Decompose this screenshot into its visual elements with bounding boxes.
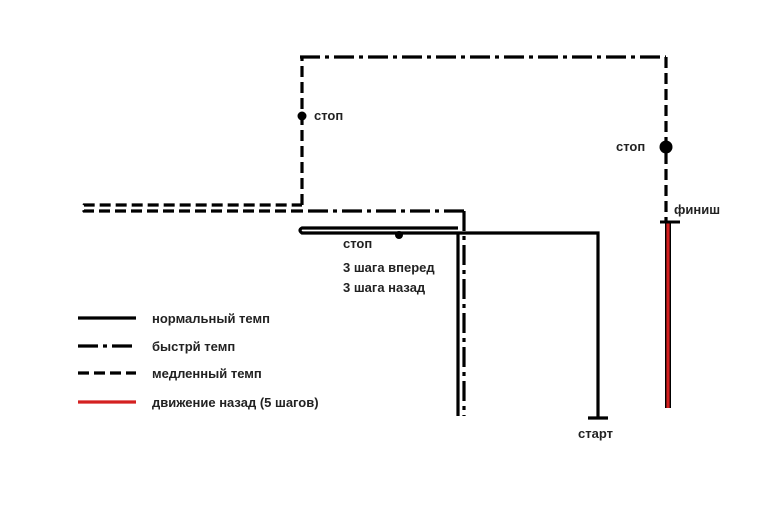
- finish-label: финиш: [674, 202, 720, 217]
- stop-label: стоп: [616, 139, 645, 154]
- legend: нормальный темп быстрй темп медленный те…: [78, 311, 319, 410]
- legend-label: движение назад (5 шагов): [152, 395, 319, 410]
- start-label: старт: [578, 426, 613, 441]
- stop-point: [297, 111, 307, 121]
- stop-label: стоп: [343, 236, 372, 251]
- legend-label: нормальный темп: [152, 311, 270, 326]
- route-normal-start: [458, 231, 600, 418]
- stop-label: стоп: [314, 108, 343, 123]
- stop-point: [395, 231, 403, 239]
- stop-point: [659, 140, 673, 154]
- route-slow-bottom: [81, 203, 302, 213]
- steps-back-label: 3 шага назад: [343, 280, 426, 295]
- route-normal-return: [298, 226, 458, 235]
- legend-label: медленный темп: [152, 366, 262, 381]
- legend-label: быстрй темп: [152, 339, 235, 354]
- steps-forward-label: 3 шага вперед: [343, 260, 435, 275]
